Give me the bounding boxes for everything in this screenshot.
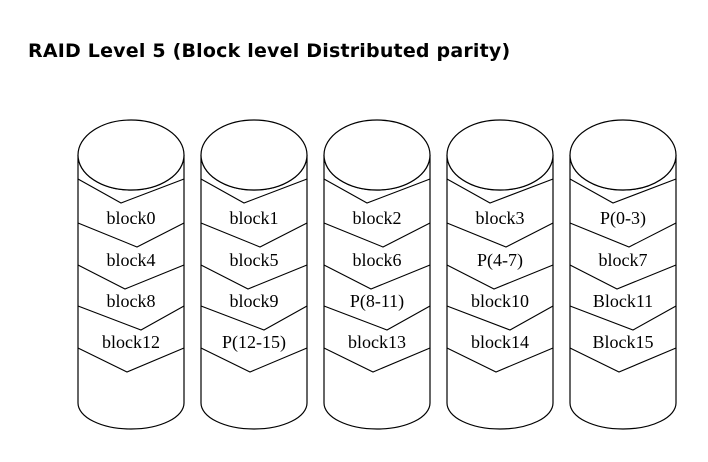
- block-separator: [77, 305, 185, 331]
- block-label: block2: [353, 208, 402, 228]
- block-label: block7: [599, 250, 648, 270]
- disk-top: [323, 119, 431, 191]
- block-separator: [446, 222, 554, 248]
- disk-top: [569, 119, 677, 191]
- block-label: block13: [348, 332, 406, 352]
- block-separator: [323, 305, 431, 331]
- block-separator: [323, 264, 431, 290]
- block-label: block10: [471, 291, 529, 311]
- block-separator: [446, 347, 554, 373]
- block-label: block9: [230, 291, 279, 311]
- block-label: block3: [476, 208, 525, 228]
- block-separator: [200, 347, 308, 373]
- block-separator: [77, 264, 185, 290]
- block-separator: [200, 305, 308, 331]
- block-label: P(0-3): [600, 208, 646, 229]
- disk-top: [200, 119, 308, 191]
- block-label: block5: [230, 250, 279, 270]
- block-separator: [77, 347, 185, 373]
- block-label: block6: [353, 250, 402, 270]
- block-separator: [323, 347, 431, 373]
- block-separator: [569, 305, 677, 331]
- block-label: Block15: [593, 332, 654, 352]
- disk-top: [446, 119, 554, 191]
- block-label: block8: [107, 291, 156, 311]
- block-label: block4: [107, 250, 156, 270]
- block-separator: [323, 178, 431, 204]
- block-separator: [323, 222, 431, 248]
- block-separator: [569, 264, 677, 290]
- block-label: P(12-15): [222, 332, 286, 353]
- block-separator: [569, 178, 677, 204]
- diagram-title: RAID Level 5 (Block level Distributed pa…: [28, 40, 511, 62]
- block-separator: [200, 264, 308, 290]
- block-separator: [77, 222, 185, 248]
- disk-top: [77, 119, 185, 191]
- block-label: P(4-7): [477, 250, 523, 271]
- block-label: P(8-11): [350, 291, 404, 312]
- block-separator: [446, 305, 554, 331]
- block-label: block0: [107, 208, 156, 228]
- block-label: Block11: [593, 291, 653, 311]
- block-label: block14: [471, 332, 529, 352]
- disks-layer: block0block4block8block12block1block5blo…: [77, 119, 677, 430]
- block-separator: [446, 264, 554, 290]
- block-separator: [77, 178, 185, 204]
- block-label: block1: [230, 208, 279, 228]
- block-separator: [200, 178, 308, 204]
- disk-0: block0 block4 block8 block12: [77, 119, 185, 430]
- block-separator: [569, 347, 677, 373]
- block-label: block12: [102, 332, 160, 352]
- block-separator: [446, 178, 554, 204]
- block-separator: [569, 222, 677, 248]
- block-separator: [200, 222, 308, 248]
